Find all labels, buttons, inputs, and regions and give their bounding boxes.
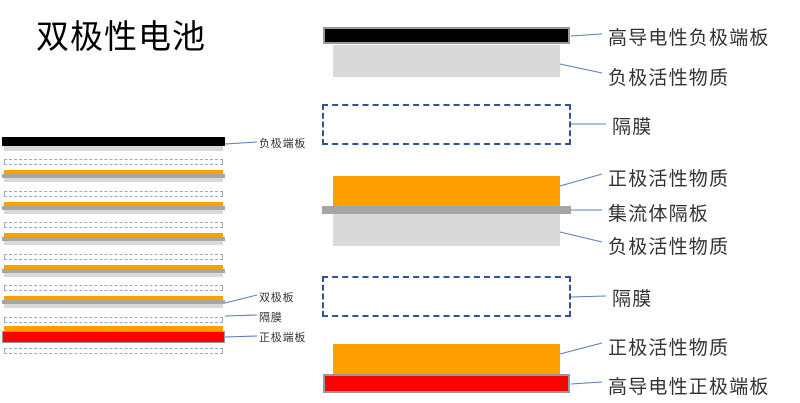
stack-collector xyxy=(2,237,225,241)
leader-separator-small xyxy=(224,314,258,317)
stack-collector xyxy=(2,300,225,304)
leader-high-conductive-negative-plate xyxy=(570,33,603,37)
leader-positive-end-plate xyxy=(224,335,258,338)
positive-active-2 xyxy=(333,344,560,374)
leader-separator-2 xyxy=(570,295,607,298)
stack-collector xyxy=(2,205,225,210)
separator-2 xyxy=(322,276,571,317)
stack-negative-end-plate xyxy=(2,137,225,146)
label-positive-end-plate: 正极端板 xyxy=(259,331,307,344)
stack-separator xyxy=(4,316,223,323)
stack-separator xyxy=(4,222,223,228)
stack-separator xyxy=(4,159,223,165)
label-high-conductive-positive-plate: 高导电性正极端板 xyxy=(608,376,770,398)
stack-positive-active xyxy=(4,233,223,237)
negative-active-1 xyxy=(333,45,560,77)
label-bipolar-plate: 双极板 xyxy=(259,291,295,304)
page-title: 双极性电池 xyxy=(36,17,206,56)
label-separator-2: 隔膜 xyxy=(612,288,653,310)
stack-separator xyxy=(4,348,223,354)
label-positive-active-1: 正极活性物质 xyxy=(608,168,730,190)
stack-separator xyxy=(4,285,223,291)
leader-positive-active-2 xyxy=(559,342,603,355)
stack-negative-active xyxy=(4,209,223,214)
stack-negative-active xyxy=(4,272,223,277)
leader-high-conductive-positive-plate xyxy=(570,381,603,385)
stack-positive-active xyxy=(4,264,223,269)
stack-positive-active xyxy=(4,296,223,300)
label-collector-plate: 集流体隔板 xyxy=(608,203,710,225)
label-negative-active-1: 负极活性物质 xyxy=(608,67,730,89)
label-separator-small: 隔膜 xyxy=(259,311,283,324)
leader-negative-end-plate xyxy=(224,141,258,145)
label-separator-1: 隔膜 xyxy=(612,116,653,138)
positive-active-1 xyxy=(333,176,560,206)
label-high-conductive-negative-plate: 高导电性负极端板 xyxy=(608,27,770,49)
stack-separator xyxy=(4,190,223,197)
stack-negative-active xyxy=(4,146,223,151)
label-negative-end-plate: 负极端板 xyxy=(259,137,307,150)
stack-positive-active xyxy=(4,170,223,174)
high-conductive-positive-plate xyxy=(323,374,570,393)
separator-1 xyxy=(322,104,571,145)
stack-positive-end-plate xyxy=(2,331,225,343)
stack-positive-active xyxy=(4,201,223,206)
negative-active-2 xyxy=(333,214,560,246)
stack-collector xyxy=(2,268,225,273)
stack-negative-active xyxy=(4,178,223,182)
stack-collector xyxy=(2,174,225,178)
stack-negative-active xyxy=(4,241,223,245)
stack-positive-active xyxy=(4,326,223,331)
label-negative-active-2: 负极活性物质 xyxy=(608,236,730,258)
leader-bipolar-plate xyxy=(224,294,258,304)
label-positive-active-2: 正极活性物质 xyxy=(608,337,730,359)
leader-negative-active-1 xyxy=(559,63,603,74)
stack-separator xyxy=(4,253,223,260)
leader-negative-active-2 xyxy=(559,231,603,243)
high-conductive-negative-plate xyxy=(323,27,570,44)
stack-negative-active xyxy=(4,304,223,308)
collector-plate xyxy=(322,206,571,214)
leader-positive-active-1 xyxy=(559,173,603,187)
